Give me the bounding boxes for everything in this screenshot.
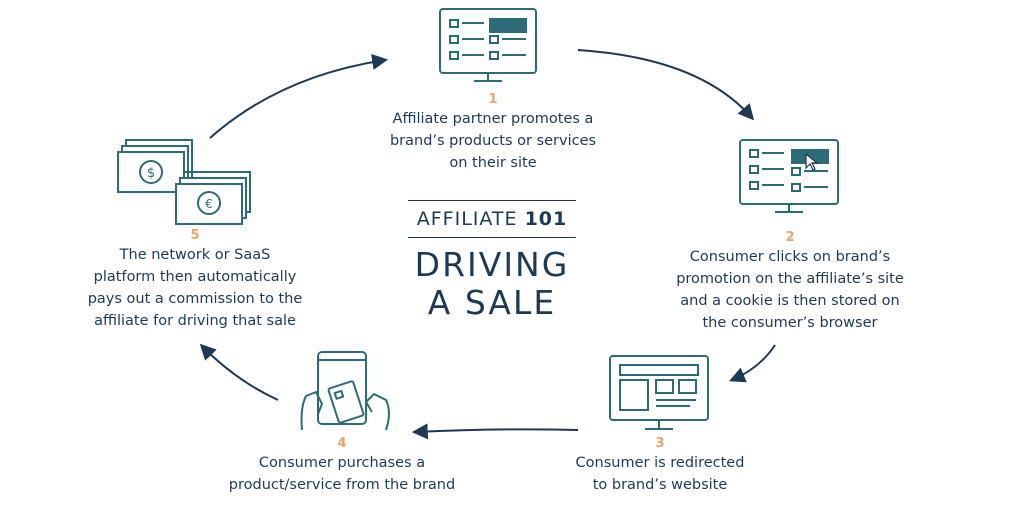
step-4-line-2: product/service from the brand bbox=[228, 477, 456, 493]
step-5-line-1: The network or SaaS bbox=[119, 247, 271, 263]
center-title: AFFILIATE 101 DRIVING A SALE bbox=[408, 200, 576, 322]
monitor-click-icon bbox=[739, 139, 839, 213]
svg-text:$: $ bbox=[147, 166, 155, 181]
step-2-number: 2 bbox=[785, 230, 795, 245]
main-title-line-2: A SALE bbox=[427, 283, 557, 322]
arrow-1-to-2 bbox=[577, 49, 755, 121]
step-4: 4 Consumer purchases a product/service f… bbox=[222, 436, 462, 496]
arrow-3-to-4 bbox=[411, 423, 579, 440]
step-3-number: 3 bbox=[655, 436, 665, 451]
step-2-line-4: the consumer’s browser bbox=[702, 315, 878, 331]
step-1: 1 Affiliate partner promotes a brand’s p… bbox=[378, 92, 608, 174]
arrow-4-to-5 bbox=[199, 343, 279, 401]
step-1-line-1: Affiliate partner promotes a bbox=[392, 111, 594, 127]
step-4-number: 4 bbox=[337, 436, 347, 451]
step-2-line-1: Consumer clicks on brand’s bbox=[689, 249, 891, 265]
step-2-line-2: promotion on the affiliate’s site bbox=[676, 271, 904, 287]
tablet-card-icon bbox=[300, 351, 390, 431]
step-3-line-1: Consumer is redirected bbox=[575, 455, 745, 471]
subtitle: AFFILIATE 101 bbox=[408, 200, 576, 238]
svg-text:€: € bbox=[205, 197, 213, 211]
step-5: 5 The network or SaaS platform then auto… bbox=[70, 228, 320, 332]
step-5-number: 5 bbox=[190, 228, 200, 243]
step-5-line-4: affiliate for driving that sale bbox=[94, 313, 296, 329]
arrow-5-to-1 bbox=[209, 54, 389, 139]
step-2: 2 Consumer clicks on brand’s promotion o… bbox=[660, 230, 920, 334]
website-icon bbox=[609, 355, 709, 430]
step-1-line-3: on their site bbox=[449, 155, 537, 171]
step-4-line-1: Consumer purchases a bbox=[258, 455, 426, 471]
subtitle-text: AFFILIATE bbox=[416, 208, 518, 230]
step-5-line-2: platform then automatically bbox=[93, 269, 297, 285]
arrow-2-to-3 bbox=[729, 344, 776, 383]
step-3-line-2: to brand’s website bbox=[592, 477, 728, 493]
money-icon: $ € bbox=[117, 139, 251, 225]
step-1-number: 1 bbox=[488, 92, 498, 107]
monitor-listing-icon bbox=[439, 8, 537, 82]
step-5-line-3: pays out a commission to the bbox=[87, 291, 303, 307]
step-1-line-2: brand’s products or services bbox=[389, 133, 597, 149]
step-3: 3 Consumer is redirected to brand’s webs… bbox=[560, 436, 760, 496]
subtitle-number: 101 bbox=[524, 208, 568, 230]
main-title-line-1: DRIVING bbox=[414, 245, 570, 284]
step-2-line-3: and a cookie is then stored on bbox=[680, 293, 900, 309]
